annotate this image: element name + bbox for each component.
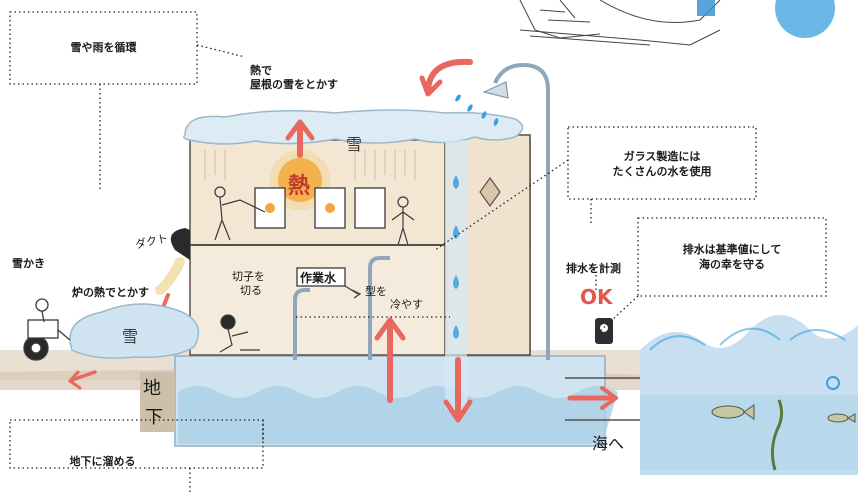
snow-removal-label: 雪かき — [12, 257, 45, 270]
work-water-label: 作業水 — [300, 271, 337, 285]
roof-snow — [183, 109, 524, 145]
blue-tool-accent — [697, 0, 715, 16]
store-underground-label: 地下に溜める — [69, 455, 136, 468]
work-water-pipe-1 — [293, 288, 310, 360]
bubble-ring — [826, 376, 840, 390]
work-water-pipe-2 — [368, 256, 390, 360]
underground-char-1: 地 — [143, 378, 161, 399]
shower-pipe — [493, 62, 550, 360]
seaweed — [770, 399, 784, 471]
warm-air-duct — [170, 228, 190, 260]
kiriko-cutter-figure — [219, 314, 260, 353]
roof-heat-label-line1: 熱で — [250, 64, 272, 77]
mold-cool-label-line2: 冷やす — [390, 298, 423, 311]
work-water-label-box — [296, 267, 346, 287]
glass-water-label-line2: たくさんの水を使用 — [612, 165, 712, 178]
sea-wave-crests — [649, 327, 846, 351]
diamond-window — [479, 176, 501, 208]
drain-label-line1: 排水は基準値にして — [682, 243, 782, 256]
snowplow-figure — [23, 298, 71, 361]
blue-blob-topright — [775, 0, 835, 38]
rain-cycle-arrowhead — [419, 75, 443, 97]
water-drops — [455, 94, 499, 126]
roof-heat-label-line2: 屋根の雪をとかす — [250, 78, 338, 91]
sea-deep — [640, 395, 858, 475]
furnace-glow-1 — [265, 203, 275, 213]
rain-snow-cycle-label: 雪や雨を循環 — [70, 41, 137, 54]
kiriko-label-line2: 切る — [240, 284, 262, 297]
heat-up-arrowhead — [285, 119, 315, 141]
fish-group — [711, 404, 856, 423]
worker-sketch-fragment — [519, 0, 721, 46]
drain-down-arrowhead — [443, 399, 473, 423]
roof-snow-char: 雪 — [346, 135, 363, 154]
heat-haze-lines — [204, 150, 416, 180]
pump-up-arrowhead — [374, 317, 406, 341]
tank-water-waves — [178, 386, 618, 444]
drain-label-line2: 海の幸を守る — [699, 258, 765, 271]
snow-out-arrowhead — [67, 370, 82, 390]
warm-air-flow — [155, 257, 185, 295]
ok-mark: OK — [580, 285, 613, 309]
furnace-glow-2 — [325, 203, 335, 213]
glassblower-figure — [214, 186, 266, 241]
rain-cycle-arrow — [425, 58, 473, 93]
glass-water-label-line1: ガラス製造には — [623, 150, 701, 163]
snow-out-arrow — [70, 370, 97, 382]
to-sea-label: 海へ — [592, 434, 625, 453]
worker-upper-right — [391, 196, 415, 246]
discharge-pipes — [565, 377, 640, 421]
kiriko-label-line1: 切子を — [232, 270, 265, 283]
measure-label: 排水を計測 — [566, 262, 621, 275]
work-water-pointer — [344, 285, 362, 299]
to-sea-arrowhead — [600, 386, 618, 410]
heat-char: 熱 — [288, 173, 311, 199]
shower-head — [482, 81, 509, 99]
mold-cool-label-line1: 型を — [365, 285, 387, 298]
leader-lines — [9, 11, 827, 492]
tank-left-wall — [140, 372, 175, 432]
rain-column-drops — [453, 175, 459, 339]
underground-char-2: 下 — [145, 407, 163, 428]
yard-snow-char: 雪 — [122, 327, 139, 346]
heat-orb — [278, 158, 322, 202]
furnace-melt-label: 炉の熱でとかす — [72, 286, 149, 299]
yard-snow-pile — [69, 303, 200, 359]
